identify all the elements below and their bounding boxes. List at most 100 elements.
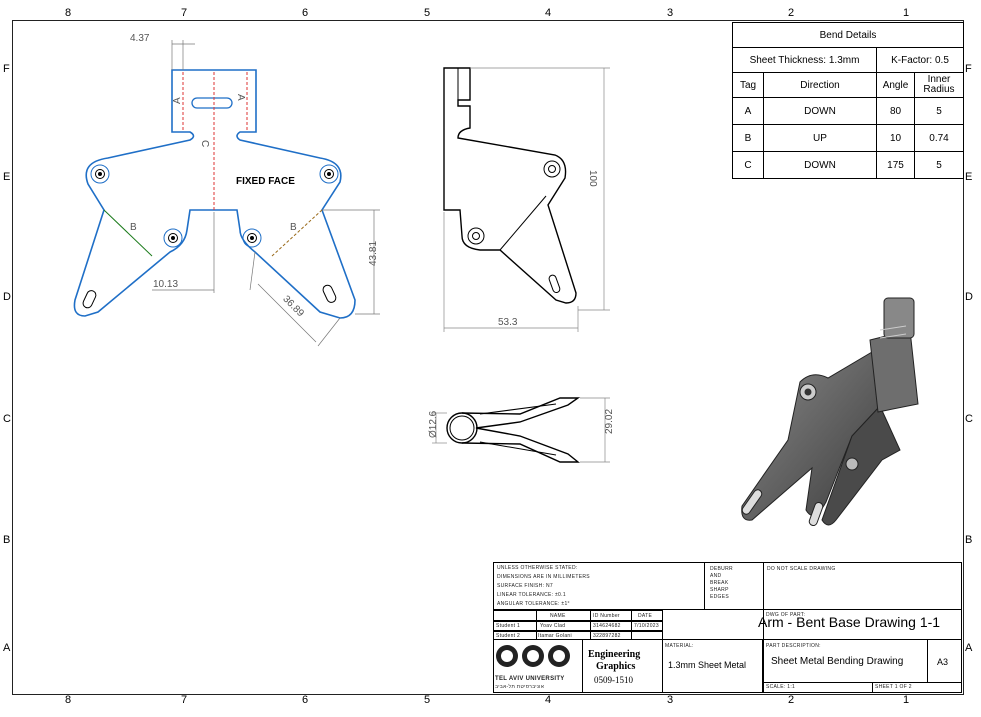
bend-tag-c: C	[199, 140, 210, 147]
col-name: NAME	[550, 613, 566, 619]
zone-col-7-top: 7	[181, 7, 188, 19]
top-view-arms	[461, 397, 581, 463]
table-row: B UP 10 0.74	[732, 124, 964, 152]
side-hole-top	[543, 160, 561, 178]
bend-cell-radius: 0.74	[914, 124, 964, 152]
flat-pattern-view[interactable]: A A C B B FIXED FACE 4.37 10.13 43.81 36…	[60, 30, 400, 360]
student1-id: 314624682	[593, 623, 621, 629]
zone-row-f-right: F	[965, 63, 972, 75]
bend-details-table: Bend Details Sheet Thickness: 1.3mm K-Fa…	[732, 22, 964, 179]
zone-row-d-left: D	[3, 291, 11, 303]
dwg-title: Arm - Bent Base Drawing 1-1	[758, 614, 941, 630]
zone-col-3-top: 3	[667, 7, 674, 19]
bend-header-angle: Angle	[876, 72, 915, 98]
student2-id: 322897282	[593, 633, 621, 639]
flat-dim-top: 4.37	[130, 33, 150, 44]
flat-dim-height: 43.81	[368, 241, 379, 266]
bend-k-factor: K-Factor: 0.5	[876, 47, 964, 73]
deburr-text-2: AND	[710, 573, 722, 579]
zone-col-5-bottom: 5	[424, 694, 431, 706]
zone-col-1-bottom: 1	[903, 694, 910, 706]
note-2: DIMENSIONS ARE IN MILLIMETERS	[497, 574, 590, 580]
deburr-text-5: EDGES	[710, 594, 730, 600]
zone-row-b-left: B	[3, 534, 11, 546]
isometric-view[interactable]	[730, 290, 930, 540]
zone-col-3-bottom: 3	[667, 694, 674, 706]
top-dim-height: 29.02	[604, 409, 615, 434]
flat-slot-left	[82, 290, 97, 309]
zone-col-1-top: 1	[903, 7, 910, 19]
zone-col-4-top: 4	[545, 7, 552, 19]
top-dim-diameter: Ø12.6	[428, 410, 439, 438]
zone-row-b-right: B	[965, 534, 973, 546]
col-id: ID Number	[593, 613, 620, 619]
note-5: ANGULAR TOLERANCE: ±1°	[497, 601, 570, 607]
deburr-text-3: BREAK	[710, 580, 729, 586]
zone-row-a-left: A	[3, 642, 11, 654]
zone-col-6-bottom: 6	[302, 694, 309, 706]
bend-sheet-thickness: Sheet Thickness: 1.3mm	[732, 47, 877, 73]
part-desc: Sheet Metal Bending Drawing	[771, 656, 904, 667]
bend-tag-a-left: A	[172, 97, 183, 104]
note-3: SURFACE FINISH: N7	[497, 583, 553, 589]
bend-cell-tag: A	[732, 97, 764, 125]
flat-dim-width: 10.13	[153, 279, 178, 290]
zone-row-f-left: F	[3, 63, 10, 75]
flat-hole-right	[319, 164, 339, 184]
side-view-outline	[443, 67, 577, 304]
flat-hole-center-left	[163, 228, 183, 248]
note-1: UNLESS OTHERWISE STATED:	[497, 565, 578, 571]
top-dimension-lines	[432, 397, 610, 463]
bend-cell-direction: UP	[763, 124, 877, 152]
bend-cell-radius: 5	[914, 151, 964, 179]
bend-line-b-left	[103, 209, 153, 257]
zone-col-2-bottom: 2	[788, 694, 795, 706]
bend-cell-tag: B	[732, 124, 764, 152]
top-slot	[191, 97, 233, 109]
zone-row-a-right: A	[965, 642, 973, 654]
student1-name: Yoav Clad	[540, 623, 566, 629]
bend-tag-a-right: A	[235, 94, 246, 101]
side-slot	[548, 274, 561, 293]
bend-tag-b-right: B	[290, 222, 297, 233]
table-row: A DOWN 80 5	[732, 97, 964, 125]
bend-table-title: Bend Details	[732, 22, 964, 48]
bend-header-direction: Direction	[763, 72, 877, 98]
bend-cell-tag: C	[732, 151, 764, 179]
bend-cell-direction: DOWN	[763, 151, 877, 179]
zone-col-5-top: 5	[424, 7, 431, 19]
course-name-1: Engineering	[588, 649, 641, 660]
side-view[interactable]: 100 53.3	[430, 55, 620, 340]
side-dim-height: 100	[587, 170, 598, 187]
zone-col-8-bottom: 8	[65, 694, 72, 706]
zone-col-2-top: 2	[788, 7, 795, 19]
bend-cell-angle: 175	[876, 151, 915, 179]
bend-tag-b-left: B	[130, 222, 137, 233]
grid-row-sep-1	[493, 620, 663, 622]
flat-hole-left	[90, 164, 110, 184]
zone-col-7-bottom: 7	[181, 694, 188, 706]
size-value: A3	[937, 657, 949, 667]
zone-row-d-right: D	[965, 291, 973, 303]
do-not-scale: DO NOT SCALE DRAWING	[767, 566, 836, 572]
zone-row-c-right: C	[965, 413, 973, 425]
part-desc-label: PART DESCRIPTION:	[766, 643, 821, 649]
student1-date: 7/10/2023	[634, 623, 659, 629]
bend-cell-direction: DOWN	[763, 97, 877, 125]
note-4: LINEAR TOLERANCE: ±0.1	[497, 592, 566, 598]
material-value: 1.3mm Sheet Metal	[668, 660, 747, 670]
sheet-value: SHEET 1 OF 2	[875, 684, 912, 690]
bend-cell-radius: 5	[914, 97, 964, 125]
bend-cell-angle: 80	[876, 97, 915, 125]
zone-row-e-left: E	[3, 171, 11, 183]
bend-header-tag: Tag	[732, 72, 764, 98]
side-hole-bottom	[467, 227, 485, 245]
student2-name: Itamar Golani	[538, 633, 572, 639]
table-row: C DOWN 175 5	[732, 151, 964, 179]
top-view[interactable]: Ø12.6 29.02	[410, 390, 620, 480]
flat-pattern-outline	[73, 69, 356, 319]
bend-cell-angle: 10	[876, 124, 915, 152]
university-name: TEL AVIV UNIVERSITY	[495, 676, 565, 682]
drawing-frame	[12, 20, 964, 695]
col-date: DATE	[638, 613, 653, 619]
